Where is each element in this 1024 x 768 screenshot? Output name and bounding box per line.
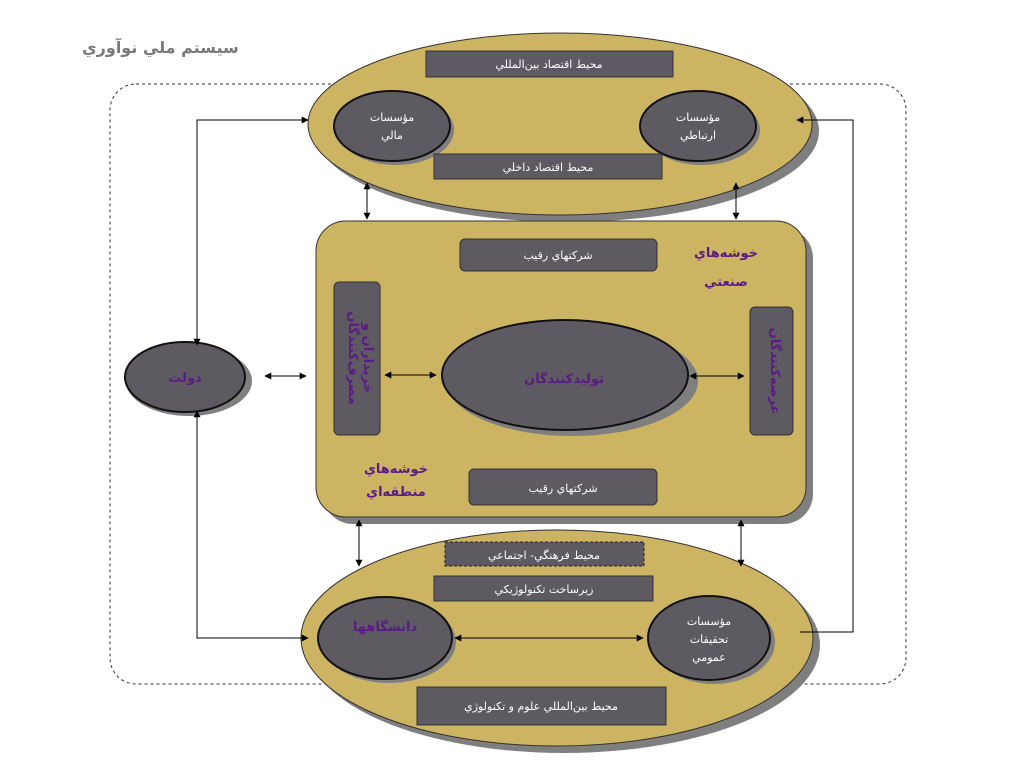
public-research-label-3: عمومي [692,651,726,664]
research-to-top-connector [796,116,854,633]
government-group: دولت [124,341,252,416]
buyers-label-2: مصرف‌كنندگان [345,311,361,404]
public-research-node [647,595,771,681]
suppliers-box [749,306,794,436]
env-cultural-box [444,541,645,567]
regional-clusters-label-2: منطقه‌اي [366,485,426,500]
buyers-box [333,281,381,436]
env-domestic-label: محيط اقتصاد داخلي [503,161,594,174]
buyers-label-1: خريداران و [360,322,375,393]
government-label: دولت [168,371,202,386]
env-intl-science-label: محيط بين‌المللي علوم و تكنولوژي [464,700,618,713]
center-box-group: شركتهاي رقيب خوشه‌هاي صنعتي خريداران و م… [315,220,813,524]
connectors [193,116,854,642]
government-node [124,341,246,413]
gov-to-bottom-arrow [193,410,309,642]
communication-label-1: مؤسسات [676,111,720,124]
tech-infrastructure-box [433,575,654,602]
tech-infrastructure-label: زيرساخت تكنولوژيكي [495,583,594,596]
communication-label-2: ارتباطي [680,129,716,142]
env-international-box [425,50,674,78]
bottom-ellipse-group: محيط فرهنگي- اجتماعي زيرساخت تكنولوژيكي … [300,529,820,753]
competitors-bottom-label: شركتهاي رقيب [528,482,597,495]
universities-label: دانشگاهها [353,619,417,635]
public-research-label-1: مؤسسات [687,615,731,628]
industrial-clusters-label-1: خوشه‌هاي [694,246,758,261]
regional-clusters-label-1: خوشه‌هاي [364,462,428,477]
competitors-bottom-box [468,468,658,506]
competitors-top-label: شركتهاي رقيب [523,249,592,262]
competitors-top-box [459,238,658,272]
financial-label-1: مؤسسات [370,111,414,124]
producers-label: توليدكنندگان [524,371,604,387]
financial-institutions-node [333,90,451,162]
financial-label-2: مالي [381,129,403,142]
public-research-label-2: تحقيقات [690,633,728,646]
suppliers-label: عرضه‌كنندگان [767,328,783,415]
communication-institutions-node [639,90,757,162]
env-cultural-label: محيط فرهنگي- اجتماعي [488,549,600,562]
page-title: سيستم ملي نوآوري [82,38,239,57]
env-domestic-box [433,153,663,180]
producers-node [441,319,689,431]
top-ellipse-group: محيط اقتصاد بين‌المللي مؤسسات مالي مؤسسا… [307,32,819,222]
env-international-label: محيط اقتصاد بين‌المللي [495,58,602,71]
industrial-clusters-label-2: صنعتي [704,275,748,290]
universities-node [317,596,453,680]
gov-to-top-arrow [193,116,309,346]
env-intl-science-box [416,686,667,726]
